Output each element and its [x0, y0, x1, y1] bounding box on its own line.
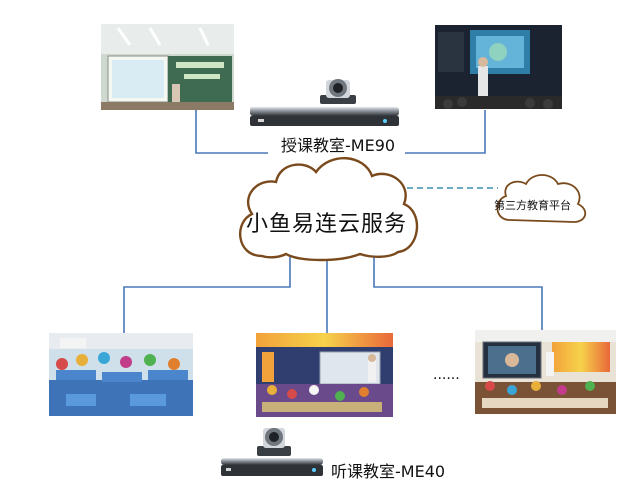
camera-icon: [320, 79, 356, 104]
third-party-platform-label: 第三方教育平台: [494, 199, 571, 212]
me40-terminal-device: [221, 458, 323, 476]
connector-bottom-left: [123, 253, 291, 334]
cloud-service-shape: [239, 157, 419, 262]
me90-terminal-device: [250, 107, 399, 126]
connector-lines: [123, 109, 543, 334]
photo-teaching-classroom-right: [435, 25, 562, 109]
cloud-service-label: 小鱼易连云服务: [246, 212, 408, 237]
camera-icon: [257, 428, 291, 456]
connector-bottom-right: [373, 253, 543, 330]
photo-listening-classroom-right: [475, 330, 616, 414]
third-party-cloud-shape: [496, 174, 587, 223]
more-classrooms-ellipsis: ......: [433, 367, 460, 383]
listening-room-label: 听课教室-ME40: [331, 462, 446, 481]
photo-listening-classroom-left: [49, 333, 193, 416]
teaching-room-label: 授课教室-ME90: [281, 136, 396, 155]
photo-teaching-classroom-left: [101, 24, 234, 110]
photo-listening-classroom-middle: [256, 333, 393, 417]
connector-top-left: [195, 109, 268, 154]
connector-top-right: [405, 110, 486, 154]
